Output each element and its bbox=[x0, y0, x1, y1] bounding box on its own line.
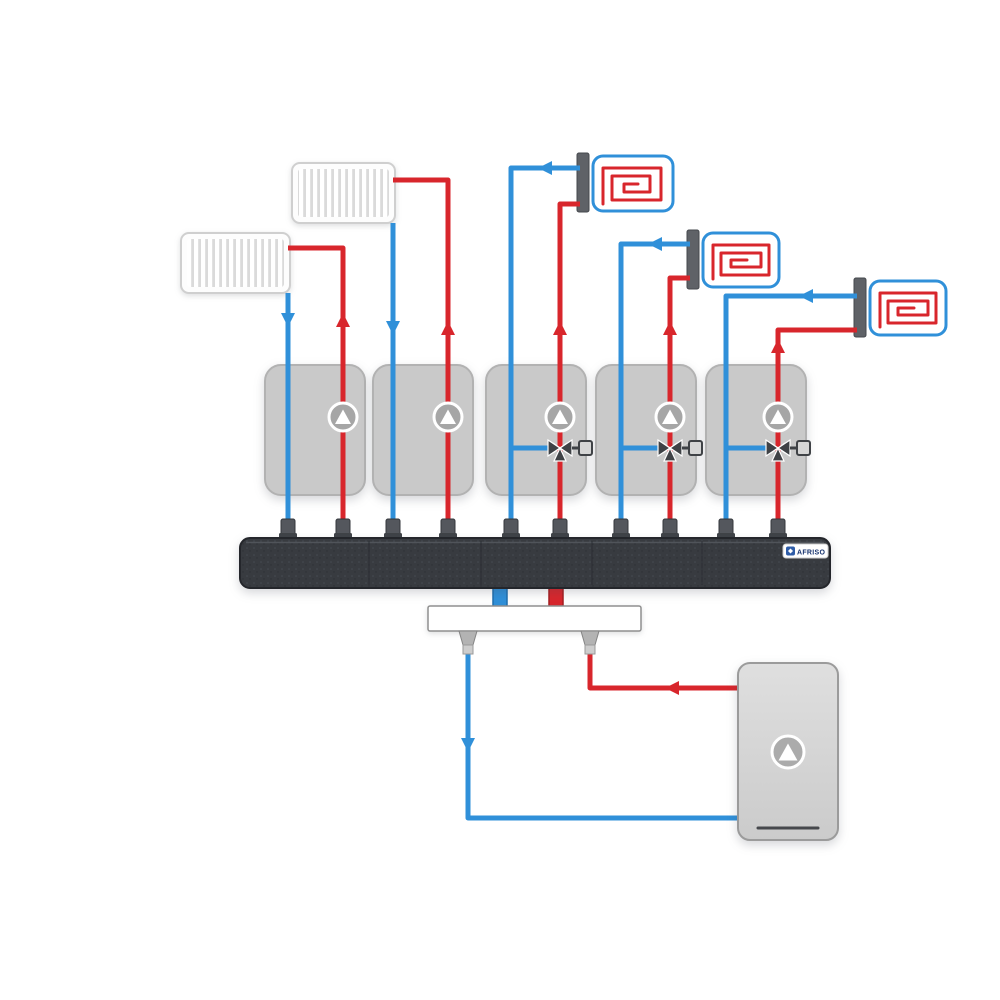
flow-arrow-left bbox=[665, 681, 679, 695]
valve-actuator bbox=[796, 440, 811, 456]
return-pipe-station-3 bbox=[508, 165, 580, 540]
supply-pipe-station-1 bbox=[288, 245, 346, 540]
supply-pipe-station-5 bbox=[775, 327, 857, 540]
pump-station-body bbox=[485, 364, 587, 496]
boiler-supply-pipe bbox=[587, 650, 740, 691]
flow-arrow-left bbox=[538, 161, 552, 175]
pump-icon bbox=[762, 401, 794, 433]
flow-arrow-left bbox=[799, 289, 813, 303]
pump-icon bbox=[432, 401, 464, 433]
flow-arrow-up bbox=[771, 339, 785, 353]
pump-station-body bbox=[705, 364, 807, 496]
boiler-pump-icon bbox=[770, 734, 806, 770]
heat-source-boiler bbox=[737, 662, 839, 841]
pump-station-3 bbox=[485, 364, 587, 496]
hydraulic-separator bbox=[427, 605, 642, 632]
pump-icon bbox=[327, 401, 359, 433]
manifold-port bbox=[551, 518, 569, 540]
brand-label: AFRISO bbox=[797, 550, 825, 557]
mixing-valve-icon bbox=[657, 438, 703, 462]
manifold-port bbox=[661, 518, 679, 540]
flow-arrow-up bbox=[553, 321, 567, 335]
radiator-2 bbox=[291, 162, 396, 224]
circuit-coil bbox=[711, 243, 771, 281]
circuit-outline bbox=[701, 231, 781, 289]
mixing-valve-icon bbox=[547, 438, 593, 462]
flow-arrow-down bbox=[281, 313, 295, 327]
floor-circuit-2 bbox=[686, 229, 781, 290]
circuit-coil bbox=[601, 166, 663, 206]
pump-icon bbox=[654, 401, 686, 433]
flow-arrow-down bbox=[386, 321, 400, 335]
radiator-fins bbox=[187, 239, 284, 287]
manifold: AFRISO bbox=[239, 537, 831, 589]
flow-arrow-left bbox=[648, 237, 662, 251]
pump-station-2 bbox=[372, 364, 474, 496]
flow-arrow-up bbox=[663, 321, 677, 335]
manifold-port bbox=[279, 518, 297, 540]
manifold-port bbox=[384, 518, 402, 540]
mixing-valve-icon bbox=[765, 438, 811, 462]
manifold-port bbox=[502, 518, 520, 540]
manifold-body bbox=[239, 537, 831, 589]
manifold-port bbox=[439, 518, 457, 540]
flow-arrow-up bbox=[441, 321, 455, 335]
manifold-port bbox=[717, 518, 735, 540]
manifold-port bbox=[769, 518, 787, 540]
manifold-port bbox=[334, 518, 352, 540]
separator-body bbox=[427, 605, 642, 632]
brand-plate: AFRISO bbox=[782, 543, 829, 559]
flow-arrow-up bbox=[336, 313, 350, 327]
circuit-outline bbox=[868, 279, 948, 337]
separator-fitting bbox=[458, 630, 478, 655]
radiator-1 bbox=[180, 232, 291, 294]
floor-circuit-1 bbox=[576, 152, 675, 213]
pump-station-5 bbox=[705, 364, 807, 496]
valve-actuator bbox=[688, 440, 703, 456]
manifold-ports bbox=[279, 518, 787, 540]
return-pipe-station-4 bbox=[618, 241, 690, 540]
pump-station-body bbox=[595, 364, 697, 496]
manifold-port bbox=[612, 518, 630, 540]
circuit-coil bbox=[878, 291, 938, 329]
valve-actuator bbox=[578, 440, 593, 456]
pump-station-4 bbox=[595, 364, 697, 496]
return-pipe-station-5 bbox=[723, 293, 857, 540]
separator-fitting bbox=[580, 630, 600, 655]
flow-arrow-down bbox=[461, 738, 475, 752]
floor-circuit-3 bbox=[853, 277, 948, 338]
circuit-outline bbox=[591, 154, 675, 213]
circuit-connector-bracket bbox=[853, 277, 867, 338]
pump-station-body bbox=[372, 364, 474, 496]
pump-icon bbox=[544, 401, 576, 433]
radiator-fins bbox=[298, 169, 389, 217]
boiler-return-pipe bbox=[465, 650, 740, 821]
